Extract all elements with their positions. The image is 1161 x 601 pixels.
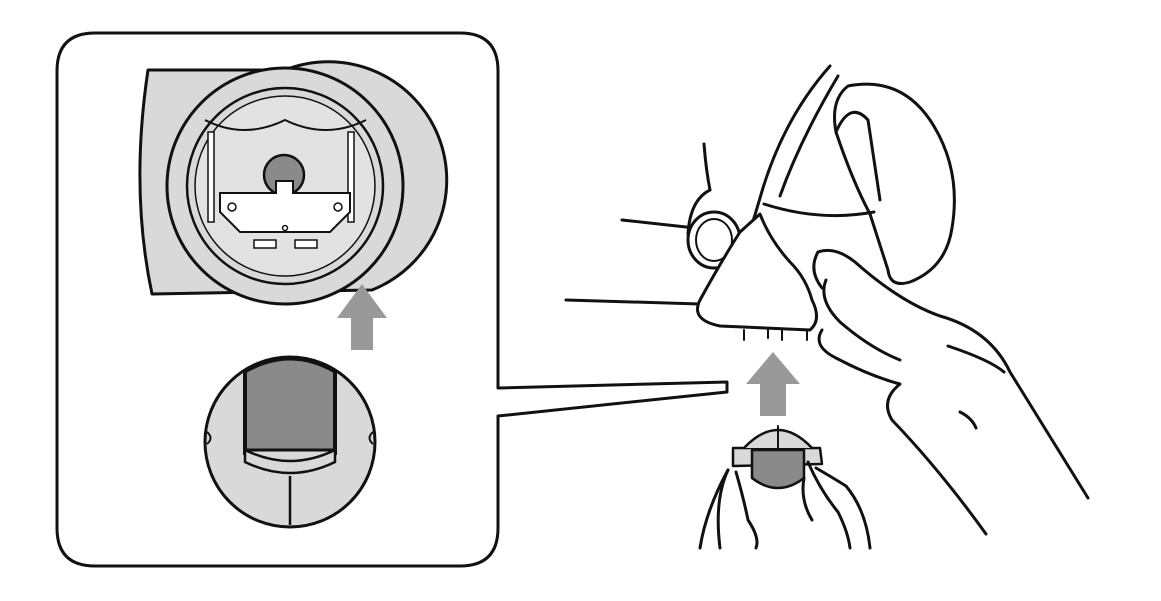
receptacle-socket-closeup	[138, 60, 449, 306]
up-arrow-main	[746, 352, 800, 416]
battery-closeup	[203, 355, 377, 529]
battery-in-fingers	[698, 425, 872, 550]
hand-holding-device	[564, 64, 1090, 536]
up-arrow-inset	[337, 284, 387, 350]
